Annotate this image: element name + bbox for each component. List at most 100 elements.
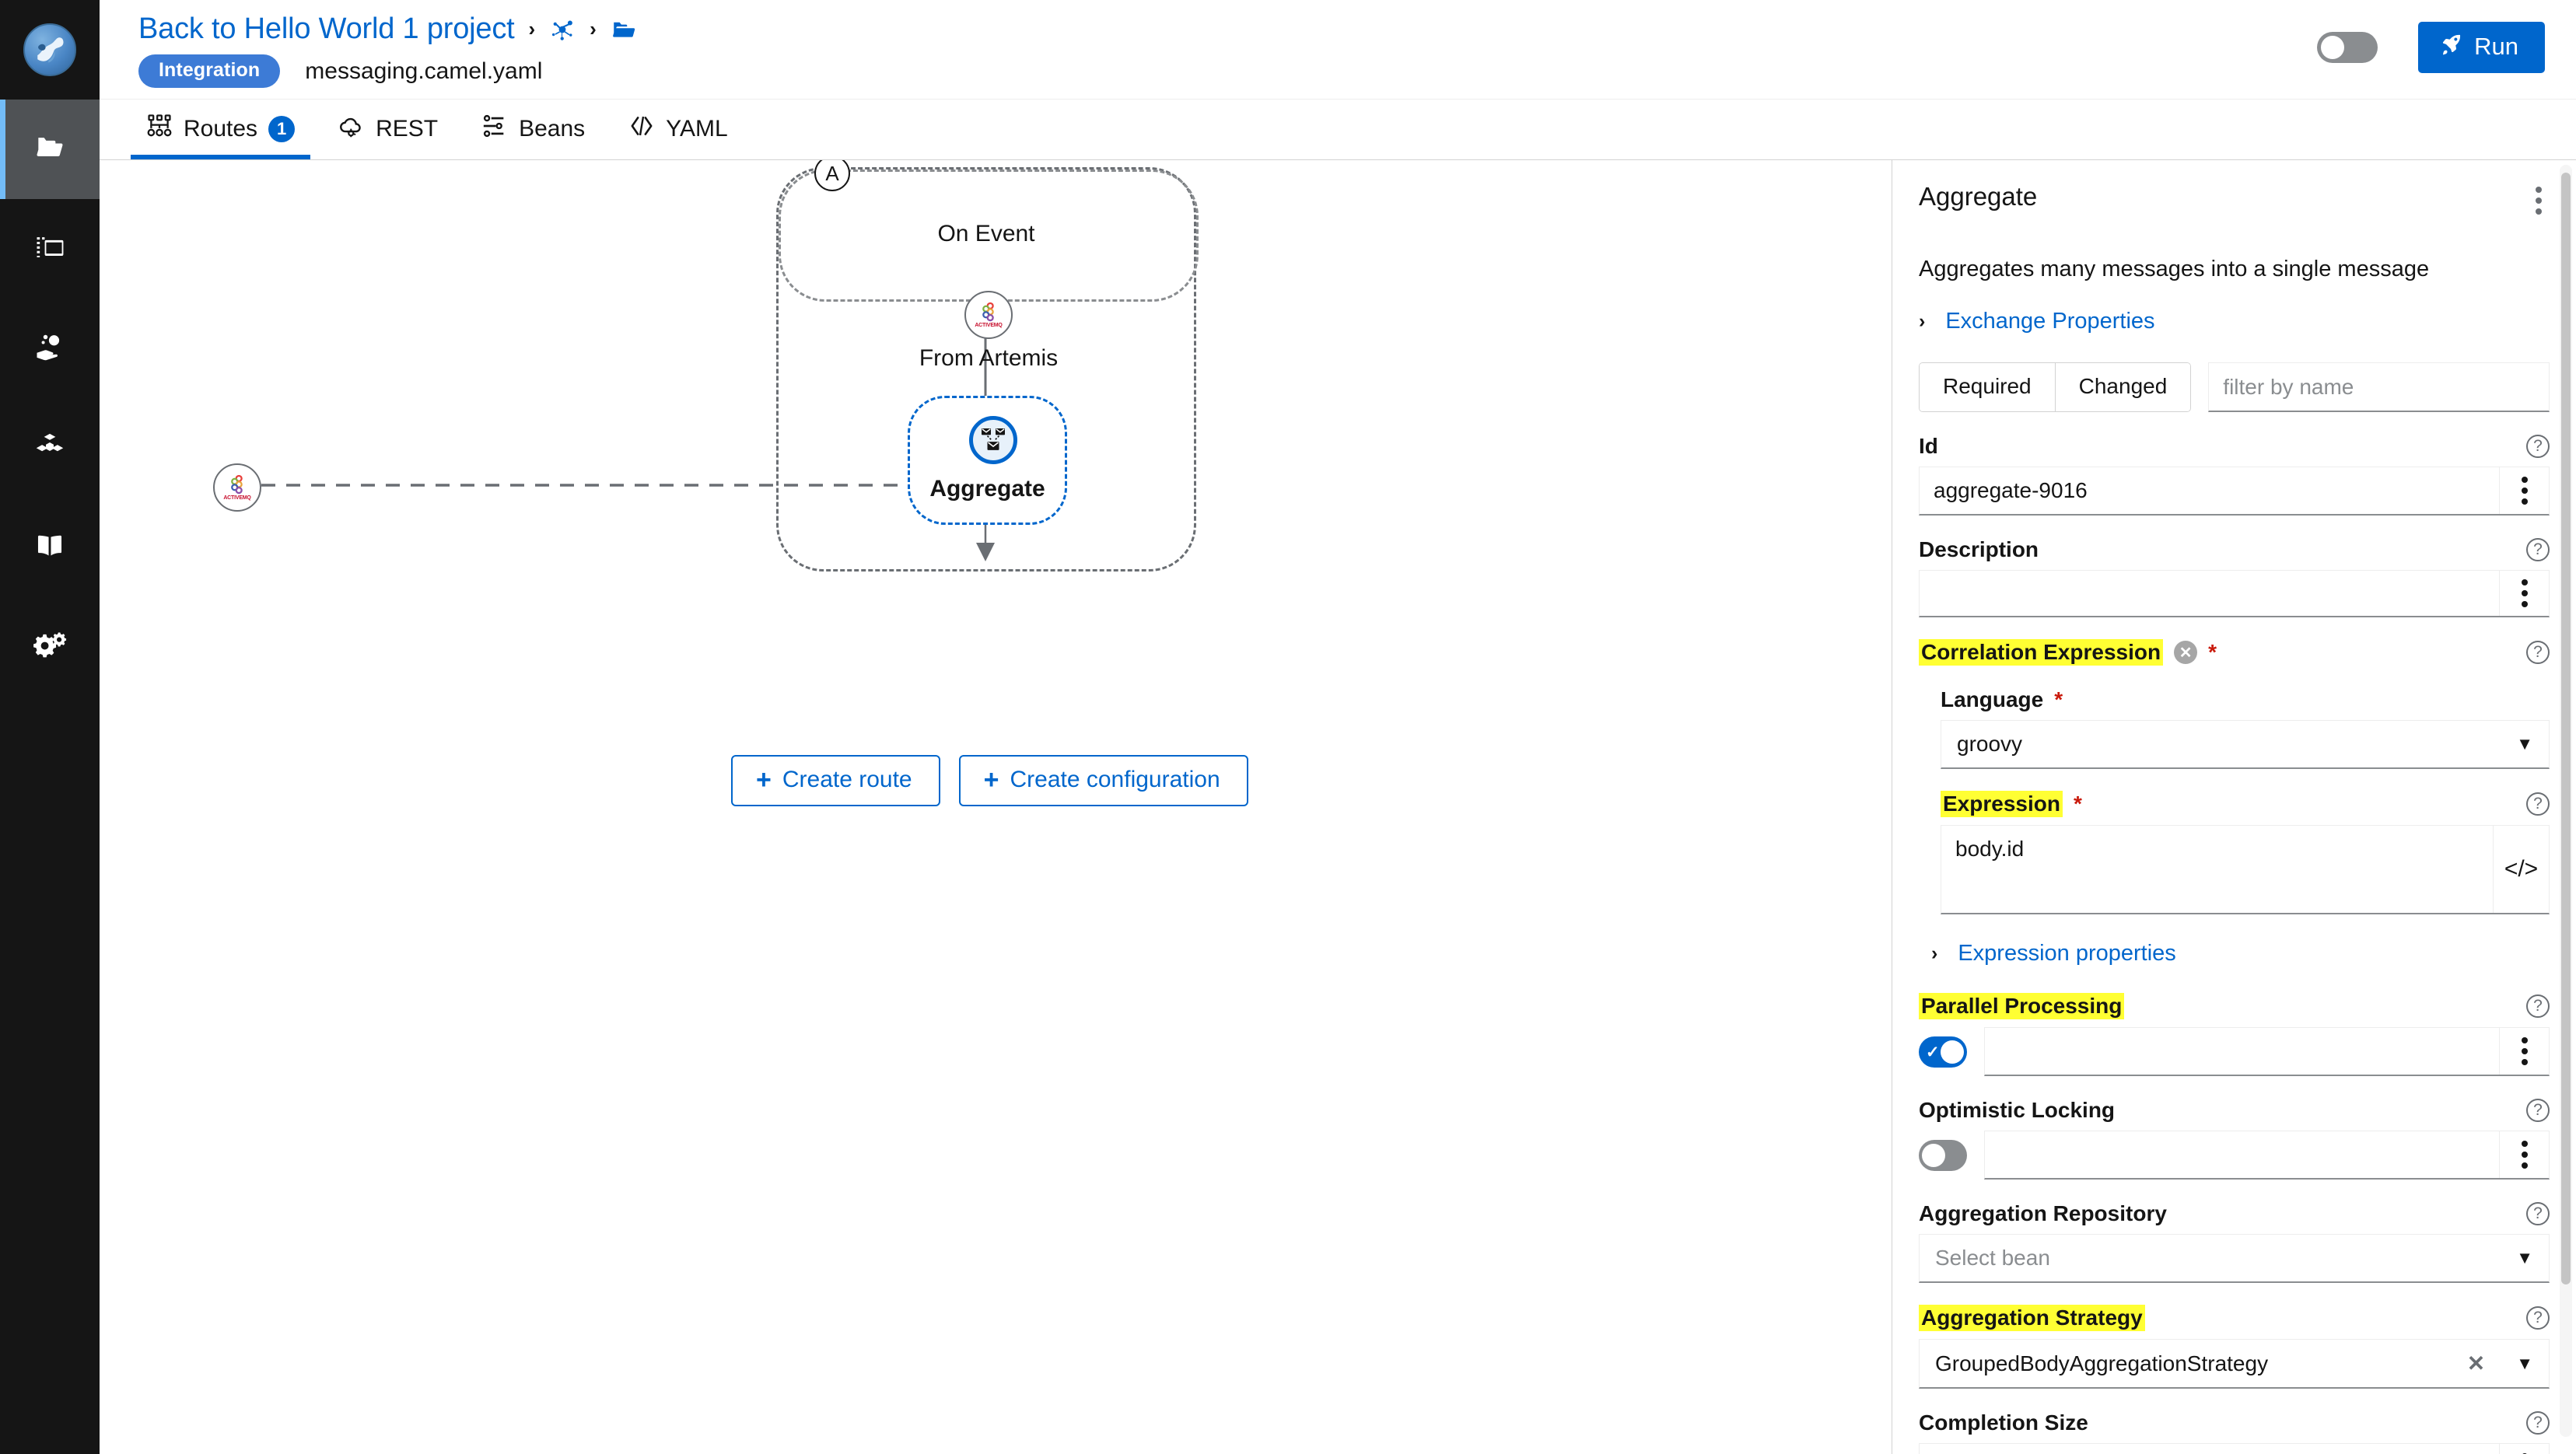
node-from-artemis[interactable]: ACTIVEMQ [964, 291, 1013, 339]
route-canvas[interactable]: ACTIVEMQ A On Event ACTIVEMQ From Artemi… [100, 160, 1892, 1454]
help-icon[interactable]: ? [2526, 1306, 2550, 1330]
optimistic-locking-kebab-icon[interactable] [2499, 1131, 2549, 1178]
field-language: Language * groovy ▼ [1941, 687, 2550, 769]
aggregation-repository-select[interactable]: Select bean ▼ [1919, 1234, 2550, 1283]
parallel-processing-input[interactable] [1985, 1028, 2499, 1075]
top-header: Back to Hello World 1 project › › Integr… [100, 0, 2576, 100]
filter-changed-button[interactable]: Changed [2055, 363, 2191, 411]
sidebar-item-containers[interactable] [0, 199, 100, 299]
folder-open-icon[interactable] [611, 16, 637, 43]
sidebar-item-knowledgebase[interactable] [0, 498, 100, 597]
id-input[interactable] [1920, 467, 2499, 514]
parallel-processing-kebab-icon[interactable] [2499, 1028, 2549, 1075]
tab-label: Beans [519, 116, 586, 142]
book-open-icon [33, 529, 67, 567]
field-optimistic-locking: Optimistic Locking ? [1919, 1098, 2550, 1180]
expression-textarea[interactable] [1941, 826, 2493, 913]
help-icon[interactable]: ? [2526, 641, 2550, 664]
node-aggregate[interactable] [969, 416, 1017, 464]
id-field-kebab-icon[interactable] [2499, 467, 2549, 514]
tab-label: YAML [666, 116, 728, 142]
help-icon[interactable]: ? [2526, 538, 2550, 561]
help-icon[interactable]: ? [2526, 994, 2550, 1018]
field-label-parallel-processing: Parallel Processing [1919, 993, 2125, 1019]
clear-selection-icon[interactable]: ✕ [2466, 1351, 2486, 1375]
field-completion-size: Completion Size ? [1919, 1410, 2550, 1454]
panel-description: Aggregates many messages into a single m… [1919, 257, 2430, 281]
help-icon[interactable]: ? [2526, 1099, 2550, 1122]
tab-label: Routes [184, 116, 258, 142]
code-brackets-icon [628, 113, 655, 145]
back-to-project-link[interactable]: Back to Hello World 1 project [138, 12, 515, 45]
panel-menu-kebab-icon[interactable] [2528, 182, 2550, 219]
completion-size-kebab-icon[interactable] [2499, 1444, 2549, 1454]
field-label-optimistic-locking: Optimistic Locking [1919, 1098, 2116, 1122]
panel-scrollbar[interactable] [2560, 165, 2572, 1437]
aggregation-strategy-select[interactable]: GroupedBodyAggregationStrategy ✕ ▼ [1919, 1339, 2550, 1389]
integration-badge: Integration [138, 54, 281, 88]
aggregation-repository-placeholder: Select bean [1935, 1246, 2050, 1270]
sidebar-item-blocks[interactable] [0, 398, 100, 498]
app-logo[interactable] [0, 0, 100, 100]
run-button-label: Run [2474, 33, 2518, 60]
run-button[interactable]: Run [2418, 22, 2545, 73]
route-group-container[interactable]: A On Event ACTIVEMQ From Artemis [776, 160, 1199, 571]
completion-size-input[interactable] [1920, 1444, 2499, 1454]
help-icon[interactable]: ? [2526, 435, 2550, 458]
plus-icon: + [983, 765, 999, 795]
plus-icon: + [756, 765, 772, 795]
source-node-activemq[interactable]: ACTIVEMQ [213, 463, 261, 512]
check-icon: ✓ [1926, 1043, 1940, 1061]
chevron-down-icon: ▼ [2516, 1248, 2533, 1267]
scrollbar-thumb[interactable] [2561, 173, 2571, 1284]
field-label-id: Id [1919, 434, 1938, 458]
toggle-knob [1941, 1040, 1964, 1064]
description-field-kebab-icon[interactable] [2499, 571, 2549, 616]
activemq-label: ACTIVEMQ [975, 323, 1003, 328]
field-description: Description ? [1919, 537, 2550, 617]
canvas-action-buttons: + Create route + Create configuration [731, 755, 1248, 806]
left-rail [0, 0, 100, 1454]
panel-filter-row: Required Changed [1919, 362, 2550, 412]
create-configuration-button[interactable]: + Create configuration [958, 755, 1248, 806]
help-icon[interactable]: ? [2526, 1411, 2550, 1435]
sidebar-item-services[interactable] [0, 299, 100, 398]
field-label-description: Description [1919, 537, 2039, 561]
tab-beans[interactable]: Beans [460, 99, 607, 159]
breadcrumb-chevron-icon-2: › [590, 17, 597, 40]
file-name: messaging.camel.yaml [305, 58, 543, 84]
exchange-properties-toggle[interactable]: › Exchange Properties [1919, 309, 2550, 334]
activemq-icon [982, 302, 994, 322]
breadcrumb: Back to Hello World 1 project › › [138, 12, 637, 46]
sidebar-item-configuration[interactable] [0, 597, 100, 697]
topology-icon[interactable] [549, 16, 576, 43]
filter-by-name-input[interactable] [2208, 362, 2550, 412]
beans-sliders-icon [481, 113, 508, 145]
exchange-properties-label: Exchange Properties [1945, 309, 2155, 334]
optimistic-locking-toggle[interactable] [1919, 1139, 1967, 1171]
help-icon[interactable]: ? [2526, 792, 2550, 816]
expression-properties-toggle[interactable]: › Expression properties [1931, 941, 2550, 966]
aggregate-envelopes-icon [982, 428, 1005, 450]
tab-yaml[interactable]: YAML [607, 99, 749, 159]
create-route-button[interactable]: + Create route [731, 755, 940, 806]
code-icon[interactable]: </> [2493, 826, 2549, 913]
clear-circle-icon[interactable]: ✕ [2174, 641, 2198, 664]
route-badge: A [814, 160, 850, 191]
dev-mode-toggle[interactable] [2317, 32, 2378, 63]
parallel-processing-toggle[interactable]: ✓ [1919, 1036, 1967, 1068]
field-correlation-expression: Correlation Expression ✕ * ? [1919, 639, 2550, 666]
toggle-knob [2321, 36, 2345, 59]
description-textarea[interactable] [1920, 571, 2499, 616]
field-parallel-processing: Parallel Processing ? ✓ [1919, 993, 2550, 1076]
routes-icon [146, 113, 173, 145]
tab-routes[interactable]: Routes 1 [124, 99, 317, 159]
help-icon[interactable]: ? [2526, 1202, 2550, 1225]
optimistic-locking-input[interactable] [1985, 1131, 2499, 1178]
filter-required-button[interactable]: Required [1920, 363, 2056, 411]
properties-panel: Aggregate Aggregates many messages into … [1892, 160, 2576, 1454]
sidebar-item-projects[interactable] [0, 100, 100, 199]
field-aggregation-strategy: Aggregation Strategy ? GroupedBodyAggreg… [1919, 1305, 2550, 1389]
tab-rest[interactable]: REST [317, 99, 460, 159]
language-select[interactable]: groovy ▼ [1941, 720, 2550, 769]
